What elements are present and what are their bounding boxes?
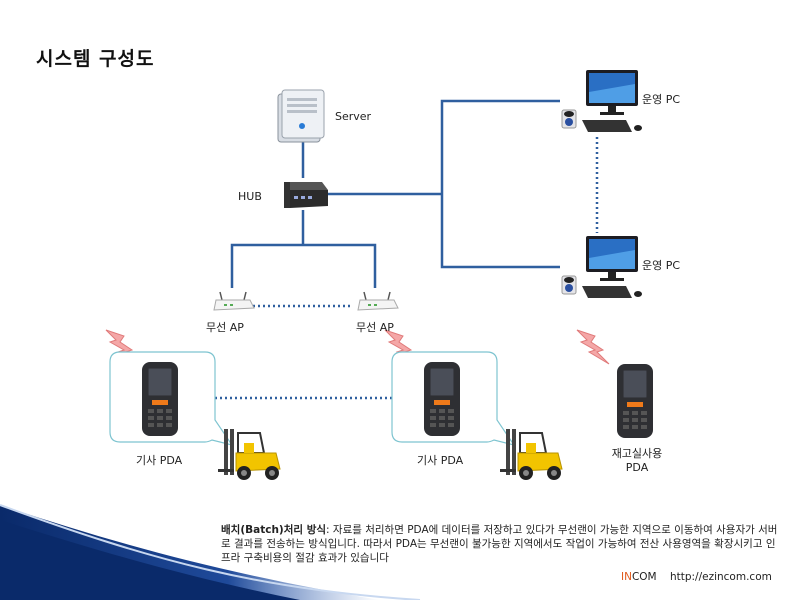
pc-trunk-link bbox=[440, 99, 560, 269]
description-text: 자료를 처리하면 PDA에 데이터를 저장하고 있다가 무선랜이 가능한 지역으… bbox=[221, 524, 778, 564]
pc-label-top: 운영 PC bbox=[642, 93, 681, 106]
pc-icon-bottom bbox=[561, 236, 642, 298]
pc-icon-top bbox=[561, 70, 642, 132]
pda-label-left: 기사 PDA bbox=[136, 454, 183, 467]
pda-icon-left bbox=[142, 362, 178, 436]
page-title: 시스템 구성도 bbox=[36, 48, 155, 70]
brand-in: IN bbox=[621, 571, 632, 583]
pda-label-middle: 기사 PDA bbox=[417, 454, 464, 467]
wired-links bbox=[230, 99, 560, 288]
pda-icon-middle bbox=[424, 362, 460, 436]
brand-com: COM bbox=[631, 571, 657, 583]
forklift-icon-middle bbox=[500, 429, 563, 480]
pda-label-right-line2: PDA bbox=[625, 461, 649, 474]
hub-label: HUB bbox=[238, 190, 262, 203]
description-paragraph: 배치(Batch)처리 방식: 자료를 처리하면 PDA에 데이터를 저장하고 … bbox=[221, 523, 781, 565]
lightning-icon-right bbox=[576, 329, 610, 365]
hub-icon bbox=[284, 182, 328, 208]
server-icon bbox=[277, 89, 325, 143]
ap-label-right: 무선 AP bbox=[356, 321, 394, 334]
ap-branch-link bbox=[230, 243, 377, 288]
description-colon: : bbox=[326, 524, 333, 536]
ap-label-left: 무선 AP bbox=[206, 321, 244, 334]
wireless-links bbox=[215, 137, 599, 400]
pda-label-right: 재고실사용 PDA bbox=[607, 445, 667, 474]
pda-icon-right bbox=[617, 364, 653, 438]
footer: INCOM http://ezincom.com bbox=[621, 571, 772, 583]
description-heading: 배치(Batch)처리 방식 bbox=[221, 524, 327, 536]
wireless-ap-icon-right bbox=[357, 291, 399, 311]
pc-label-bottom: 운영 PC bbox=[642, 259, 681, 272]
pda-label-right-line1: 재고실사용 bbox=[611, 447, 663, 460]
footer-url[interactable]: http://ezincom.com bbox=[669, 571, 772, 583]
forklift-icon-left bbox=[218, 429, 281, 480]
wireless-ap-icon-left bbox=[213, 291, 255, 311]
server-label: Server bbox=[335, 110, 372, 123]
